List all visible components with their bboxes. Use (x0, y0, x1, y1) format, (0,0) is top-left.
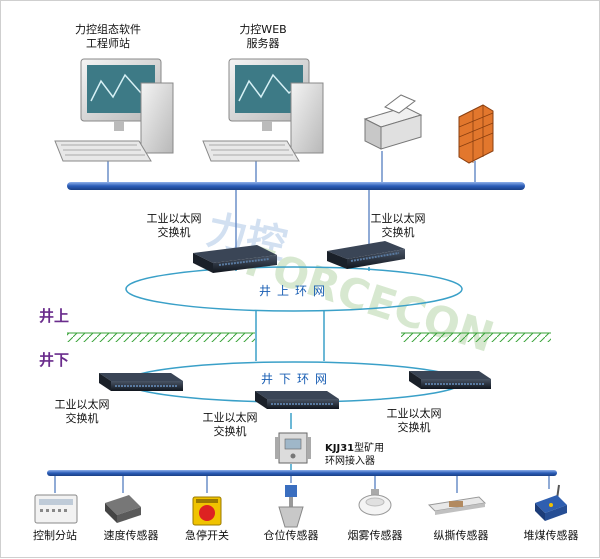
device-label-coal-pile-sensor: 堆煤传感器 (523, 529, 579, 542)
switch-label-upper-left: 工业以太网 交换机 (146, 212, 202, 239)
switch-label-lower-center: 工业以太网 交换机 (202, 411, 258, 438)
switch-label-lower-right: 工业以太网 交换机 (386, 407, 442, 434)
speed-sensor-icon (105, 495, 141, 523)
firewall (458, 104, 494, 164)
webserver-label-line1: 力控WEB (239, 23, 287, 36)
engineer-workstation (54, 58, 174, 162)
access-device-line2: 环网接入器 (325, 456, 375, 467)
upper-ring (125, 266, 463, 312)
ring-interconnect (255, 311, 325, 361)
field-drops (54, 476, 550, 493)
upper-switch-left (193, 245, 277, 273)
lower-switch-center (255, 391, 339, 409)
device-label-smoke-sensor: 烟雾传感器 (347, 529, 403, 542)
switch-label-upper-right: 工业以太网 交换机 (370, 212, 426, 239)
access-device-model: KJJ31 (325, 443, 355, 454)
printer (363, 94, 423, 150)
zone-label-below-ground: 井下 (39, 351, 70, 369)
emergency-stop-icon (192, 496, 222, 526)
access-device-label: KJJ31型矿用 环网接入器 (325, 442, 384, 468)
tear-sensor-icon (427, 496, 487, 515)
device-label-control-substation: 控制分站 (33, 529, 77, 542)
switch-label-lower-left: 工业以太网 交换机 (54, 398, 110, 425)
lower-switch-right (409, 371, 491, 389)
web-server (202, 58, 324, 162)
level-sensor-icon (278, 485, 304, 528)
bus-drops (107, 151, 476, 248)
ground-divider (67, 332, 551, 342)
ethernet-bus (67, 182, 525, 190)
access-device-suffix: 型矿用 (354, 443, 385, 454)
control-substation-icon (34, 494, 78, 524)
workstation-label-line1: 力控组态软件 (75, 23, 141, 36)
upper-ring-label: 井上环网 (259, 284, 332, 298)
field-bus (47, 470, 557, 476)
lower-switch-left (99, 373, 183, 391)
lower-ring-label: 井下环网 (261, 372, 334, 386)
device-label-emergency-stop: 急停开关 (185, 529, 229, 542)
coal-pile-sensor-icon (535, 484, 567, 521)
upper-switch-right (327, 241, 405, 269)
webserver-label: 力控WEB 服务器 (223, 23, 303, 51)
workstation-label-line2: 工程师站 (86, 37, 130, 50)
device-label-speed-sensor: 速度传感器 (103, 529, 159, 542)
zone-label-above-ground: 井上 (39, 307, 70, 325)
smoke-sensor-icon (358, 489, 392, 516)
kjj31-access-device (275, 432, 311, 464)
workstation-label: 力控组态软件 工程师站 (63, 23, 153, 51)
device-label-tear-sensor: 纵撕传感器 (433, 529, 489, 542)
device-label-level-sensor: 仓位传感器 (263, 529, 319, 542)
webserver-label-line2: 服务器 (246, 37, 280, 50)
